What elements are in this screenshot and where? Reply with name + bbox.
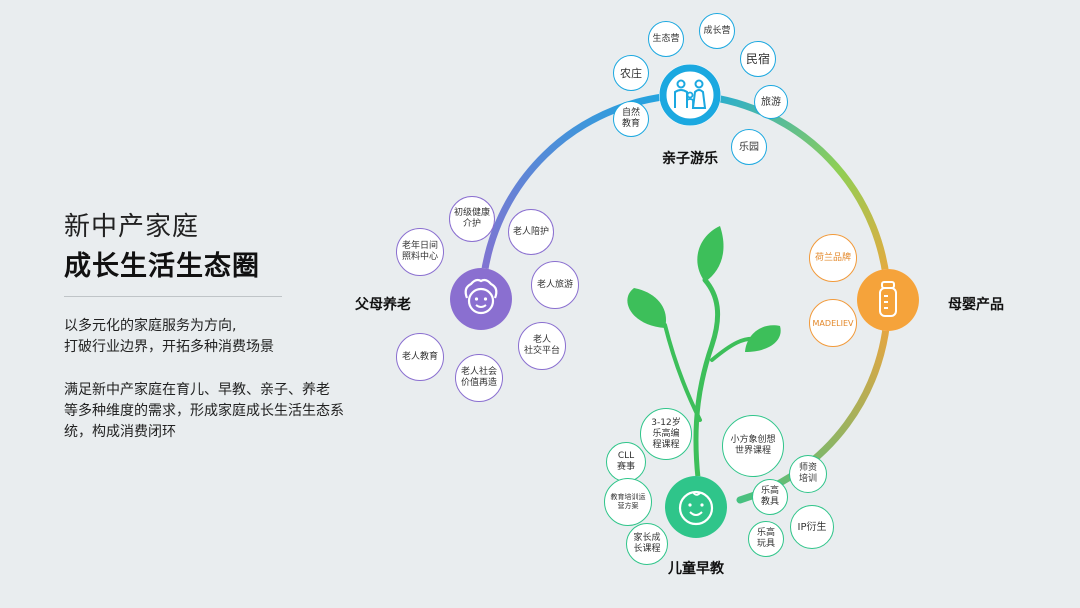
node-text: 自然: [621, 108, 640, 118]
node-text: 培训: [798, 474, 817, 484]
node-text: 乐高: [756, 528, 775, 538]
node-text: 老人陪护: [512, 226, 549, 237]
node-text: 生态营: [652, 33, 680, 44]
node-text: MADELIEV: [812, 318, 854, 328]
node-text: 老人旅游: [536, 279, 573, 290]
node-elderly-companion: 老人陪护: [508, 209, 554, 255]
node-text: 价值再造: [460, 378, 497, 388]
hub-label-family-travel: 亲子游乐: [662, 151, 718, 167]
node-homestay: 民宿: [740, 41, 776, 77]
node-text: 小方象创想: [730, 435, 776, 445]
node-text: 老人社会: [460, 367, 497, 377]
node-text: 介护: [462, 219, 481, 229]
paragraph1-line: 以多元化的家庭服务为方向,: [64, 318, 237, 334]
node-text: 营方案: [617, 502, 639, 510]
node-text: 3-12岁: [651, 417, 681, 428]
node-text: 程课程: [652, 439, 680, 450]
node-text: 教育: [621, 119, 640, 129]
ring-arc-top-right: [686, 91, 892, 304]
node-text: 乐高: [760, 486, 779, 496]
node-training-operation-plan: 教育培训运营方案: [604, 478, 652, 526]
node-text: 荷兰品牌: [814, 252, 851, 263]
hub-maternal: [857, 269, 919, 331]
node-elderly-social-value: 老人社会价值再造: [455, 354, 503, 402]
node-nature-education: 自然教育: [613, 101, 649, 137]
leaf-right: [745, 325, 781, 352]
node-creative-world-course: 小方象创想世界课程: [722, 415, 784, 477]
node-travel: 旅游: [754, 85, 788, 119]
node-text: 照料中心: [401, 252, 438, 262]
node-text: 老年日间: [401, 241, 438, 251]
ring-arc-left: [478, 91, 694, 302]
node-text: 长课程: [633, 544, 661, 554]
node-lego-toys: 乐高玩具: [748, 521, 784, 557]
node-text: 成长营: [703, 25, 731, 36]
node-text: 民宿: [745, 51, 770, 66]
intro-paragraph1: 以多元化的家庭服务为方向, 打破行业边界，开拓多种消费场景: [64, 316, 424, 358]
node-teacher-training: 师资培训: [789, 455, 827, 493]
node-ip-derivatives: IP衍生: [790, 505, 834, 549]
node-amusement-park: 乐园: [731, 129, 767, 165]
node-text: 教育培训运: [610, 493, 646, 501]
hub-early-education: [665, 476, 727, 538]
hub-label-elderly-care: 父母养老: [355, 297, 411, 313]
paragraph2-line: 等多种维度的需求，形成家庭成长生活生态系: [64, 403, 344, 419]
intro-paragraph2: 满足新中产家庭在育儿、早教、亲子、养老 等多种维度的需求，形成家庭成长生活生态系…: [64, 380, 424, 443]
node-elderly-education: 老人教育: [396, 333, 444, 381]
node-text: 老人: [532, 335, 551, 345]
node-farm: 农庄: [613, 55, 649, 91]
node-text: 师资: [798, 463, 817, 473]
node-primary-health-care: 初级健康介护: [449, 196, 495, 242]
baby-bottle-icon: [857, 269, 919, 331]
sprout-plant: [627, 226, 781, 481]
node-text: IP衍生: [797, 521, 827, 533]
node-elderly-social-platform: 老人社交平台: [518, 322, 566, 370]
family-icon: [659, 64, 721, 126]
node-text: 教具: [760, 497, 779, 507]
node-lego-coding-course: 3-12岁乐高编程课程: [640, 408, 692, 460]
node-text: 家长成: [633, 533, 661, 543]
hub-label-maternal: 母婴产品: [948, 297, 1004, 313]
node-text: 玩具: [756, 539, 775, 549]
paragraph2-line: 满足新中产家庭在育儿、早教、亲子、养老: [64, 382, 330, 398]
hub-family-travel: [659, 64, 721, 126]
node-text: 旅游: [761, 96, 781, 108]
node-text: 乐高编: [652, 428, 680, 439]
node-eco-camp: 生态营: [648, 21, 684, 57]
node-text: 老人教育: [401, 351, 438, 362]
node-lego-teaching-aids: 乐高教具: [752, 479, 788, 515]
node-text: 农庄: [620, 66, 642, 80]
node-text: 初级健康: [453, 208, 490, 218]
node-text: CLL: [617, 451, 635, 461]
node-text: 世界课程: [734, 446, 771, 456]
paragraph2-line: 统，构成消费闭环: [64, 424, 176, 440]
node-elderly-day-care: 老年日间照料中心: [396, 228, 444, 276]
node-text: 赛事: [616, 462, 635, 472]
node-parent-growth-course: 家长成长课程: [626, 523, 668, 565]
leaf-left: [627, 288, 667, 328]
node-growth-camp: 成长营: [699, 13, 735, 49]
grandparent-icon: [450, 268, 512, 330]
title-divider: [64, 296, 282, 297]
leaf-top: [697, 226, 724, 282]
title-line1: 新中产家庭: [64, 212, 200, 242]
node-elderly-travel: 老人旅游: [531, 261, 579, 309]
node-text: 乐园: [739, 141, 759, 153]
node-madeliev: MADELIEV: [809, 299, 857, 347]
paragraph1-line: 打破行业边界，开拓多种消费场景: [64, 339, 274, 355]
baby-face-icon: [665, 476, 727, 538]
node-text: 社交平台: [523, 346, 560, 356]
title-line2: 成长生活生态圈: [64, 251, 260, 282]
hub-label-early-education: 儿童早教: [668, 561, 724, 577]
hub-elderly-care: [450, 268, 512, 330]
node-dutch-brand: 荷兰品牌: [809, 234, 857, 282]
